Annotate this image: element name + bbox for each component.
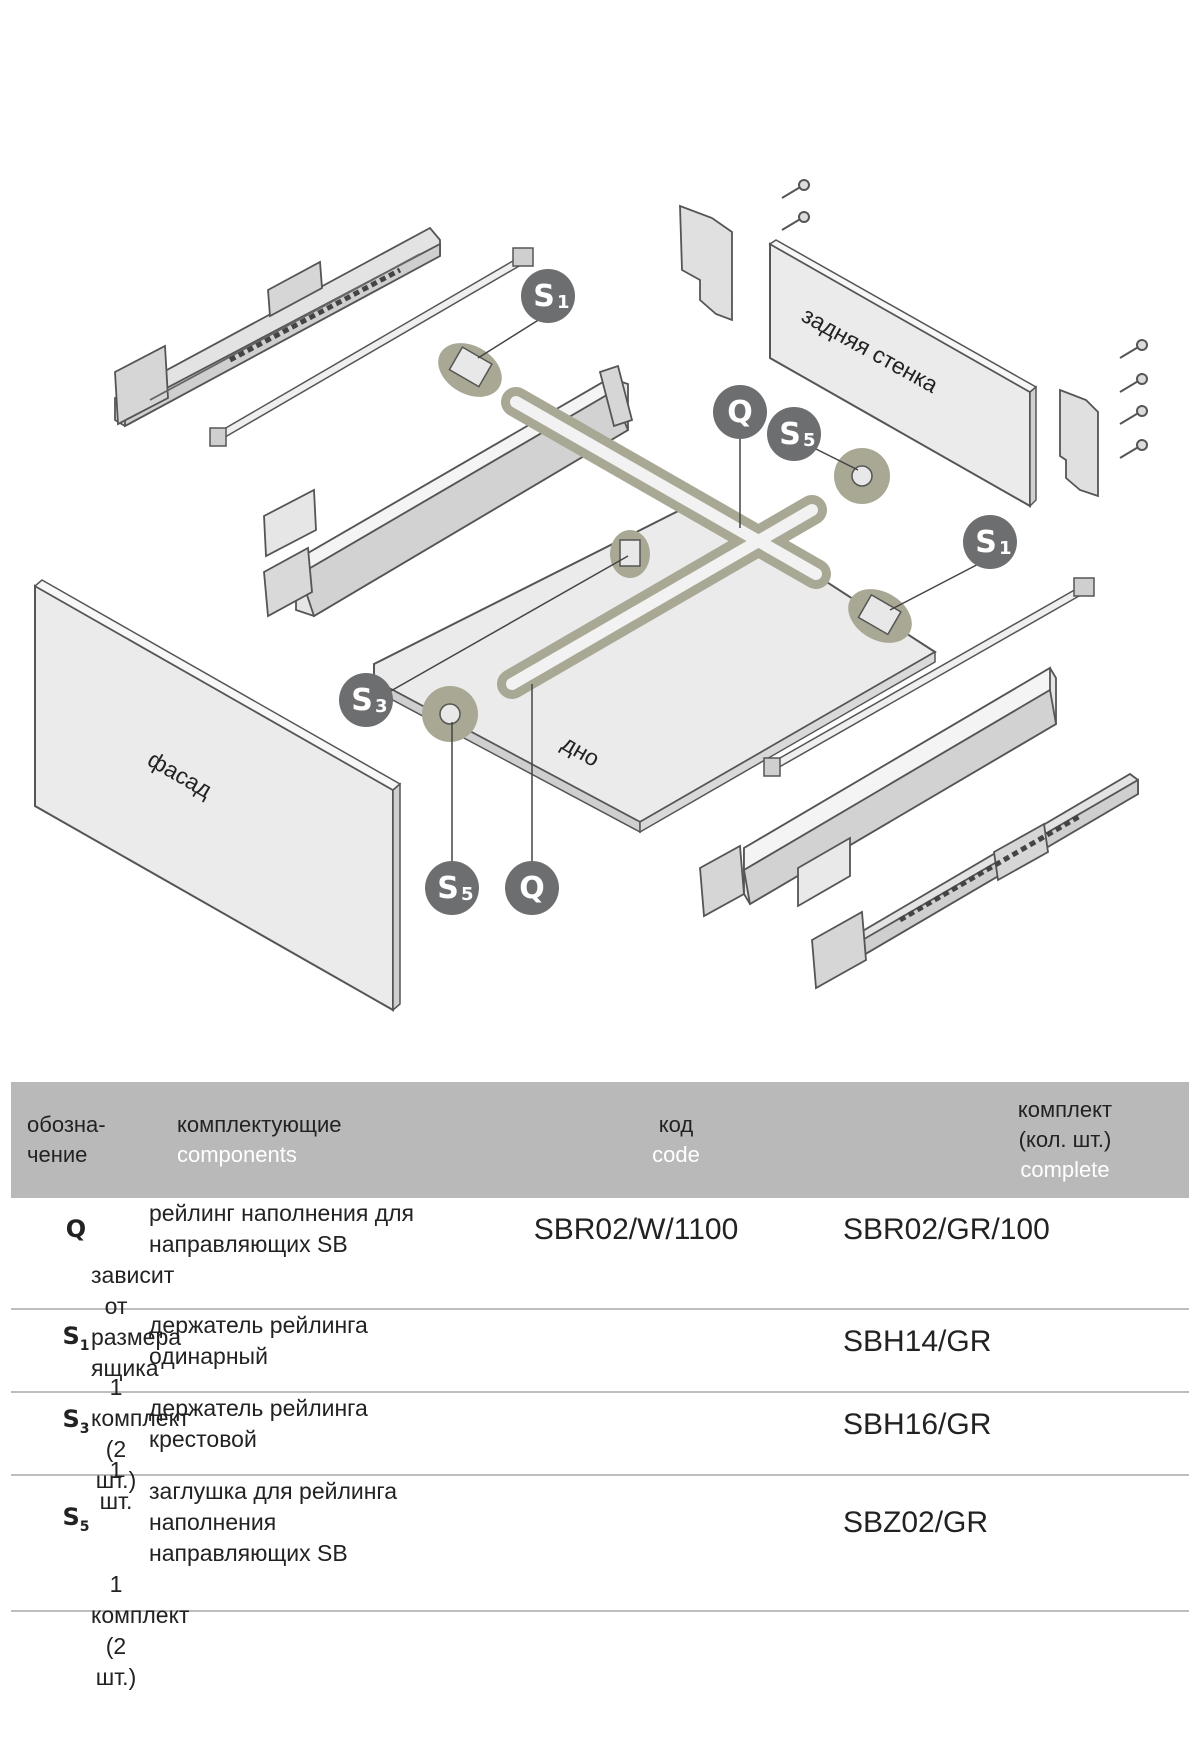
back-bracket-right [1059,388,1099,498]
badge-letter: Q [727,395,753,430]
header-components-en: components [177,1142,297,1167]
designation-cell: S5 [62,1503,90,1535]
table-row: S3 держатель рейлинга крестовой SBH16/GR 1 … [11,1393,1189,1514]
components-table: обозна- чение комплектующие components к… [11,1082,1189,1690]
badge-subscript: 1 [999,538,1012,559]
component-name-cell: держатель рейлинга крестовой [149,1395,368,1452]
back-bracket-left [679,204,733,322]
badge-circle [963,515,1017,569]
header-complete-en: complete [1020,1157,1110,1182]
right-runner-bottom [811,772,1139,990]
quantity-cell: зависит от размера ящика [91,1262,182,1381]
badge-letter: Q [519,871,545,906]
leader-lines [381,313,991,872]
badge-subscript: 1 [557,292,570,313]
badge-q: Q [713,385,767,439]
badge-letter: S [437,871,459,906]
header-designation: обозна- чение [27,1112,106,1167]
exploded-drawer-diagram: фасад задняя стенка дно [33,179,1148,1012]
badge-circle [713,385,767,439]
cap-s5-right [834,448,890,504]
badge-circle [425,861,479,915]
badge-letter: S [975,525,997,560]
badge-subscript: 3 [375,696,388,717]
header-code: код code [371,1110,911,1170]
table-header: обозна- чение комплектующие components к… [11,1082,1189,1198]
holder-s1-right [848,589,912,643]
header-components-ru: комплектующие [177,1112,342,1137]
badge-circle [521,269,575,323]
badge-circle [505,861,559,915]
code-white-cell: SBR02/W/1100 [533,1212,739,1246]
component-name-cell: держатель рейлинга одинарный [149,1312,368,1369]
header-code-en: code [652,1142,700,1167]
header-components: комплектующие components [141,1110,371,1170]
railing-q-highlight [497,387,831,699]
designation-cell: S3 [62,1404,90,1437]
designation-cell: S1 [62,1321,90,1354]
table-row: S1 держатель рейлинга одинарный SBH14/GR 1 … [11,1310,1189,1493]
code-grey-cell: SBH16/GR [843,1407,992,1441]
badge-circle [767,407,821,461]
badge-qb: Q [505,861,559,915]
holder-s3 [610,530,650,578]
screws [781,179,1148,459]
quantity-cell: 1 комплект (2 шт.) [91,1374,190,1493]
badge-subscript: 5 [803,430,816,451]
left-rod [209,247,534,447]
facade-panel: фасад [33,579,402,1012]
table-row: S5 заглушка для рейлинга наполнения напра… [11,1476,1189,1690]
badge-letter: S [779,417,801,452]
code-grey-cell: SBZ02/GR [843,1506,989,1539]
back-wall-panel: задняя стенка [768,239,1038,508]
badge-letter: S [533,279,555,314]
badge-circle [339,673,393,727]
quantity-cell: 1 комплект (2 шт.) [91,1571,190,1690]
code-grey-cell: SBR02/GR/100 [843,1212,1050,1246]
header-code-ru: код [658,1112,694,1137]
right-rod [763,577,1095,777]
cap-s5-left [422,686,478,742]
component-name-cell: рейлинг наполнения для направляющих SB [149,1200,415,1257]
bottom-panel: дно [373,498,937,834]
badge-subscript: 5 [461,884,474,905]
header-complete-ru: комплект (кол. шт.) [1017,1097,1113,1152]
badge-letter: S [351,683,373,718]
component-name-cell: заглушка для рейлинга наполнения направл… [149,1478,398,1566]
left-runner-top [114,226,441,428]
holder-s1-top [438,343,502,397]
designation-cell: Q [65,1214,87,1243]
quantity-cell: 1 шт. [99,1457,133,1514]
header-complete: комплект (кол. шт.) complete [911,1095,1189,1185]
code-grey-cell: SBH14/GR [843,1324,992,1358]
right-drawer-side [699,666,1057,918]
